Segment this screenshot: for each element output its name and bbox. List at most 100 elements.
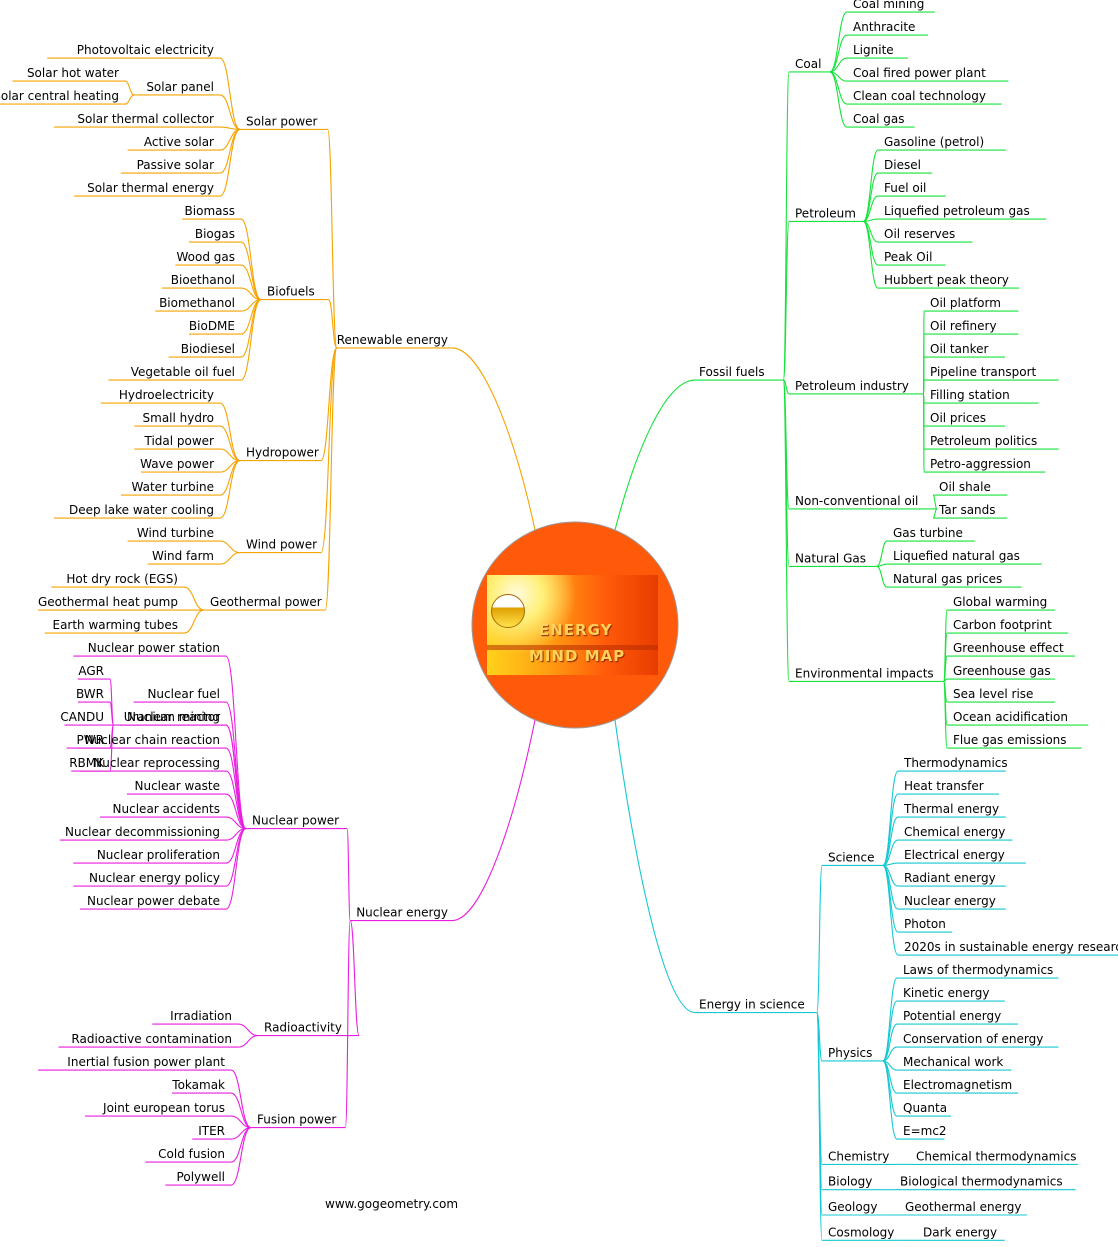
leaf-deep-lake-water-cooling[interactable]: Deep lake water cooling xyxy=(69,503,214,517)
leaf-candu[interactable]: CANDU xyxy=(60,710,104,724)
leaf-nuclear-decommissioning[interactable]: Nuclear decommissioning xyxy=(65,825,220,839)
leaf-hydroelectricity[interactable]: Hydroelectricity xyxy=(119,388,214,402)
node-petroleum-industry[interactable]: Petroleum industry xyxy=(795,379,909,393)
leaf-photovoltaic-electricity[interactable]: Photovoltaic electricity xyxy=(77,43,214,57)
leaf-diesel[interactable]: Diesel xyxy=(884,158,921,172)
leaf-coal-fired-power-plant[interactable]: Coal fired power plant xyxy=(853,66,986,80)
leaf-nuclear-reprocessing[interactable]: Nuclear reprocessing xyxy=(93,756,220,770)
leaf-petroleum-politics[interactable]: Petroleum politics xyxy=(930,434,1037,448)
leaf-flue-gas-emissions[interactable]: Flue gas emissions xyxy=(953,733,1067,747)
leaf-sea-level-rise[interactable]: Sea level rise xyxy=(953,687,1033,701)
node-physics[interactable]: Physics xyxy=(828,1046,872,1060)
leaf-passive-solar[interactable]: Passive solar xyxy=(137,158,214,172)
leaf-gas-turbine[interactable]: Gas turbine xyxy=(893,526,963,540)
leaf-potential-energy[interactable]: Potential energy xyxy=(903,1009,1001,1023)
leaf-carbon-footprint[interactable]: Carbon footprint xyxy=(953,618,1052,632)
leaf-vegetable-oil-fuel[interactable]: Vegetable oil fuel xyxy=(131,365,235,379)
leaf-polywell[interactable]: Polywell xyxy=(177,1170,225,1184)
leaf-rbmk[interactable]: RBMK xyxy=(69,756,105,770)
leaf-e-mc2[interactable]: E=mc2 xyxy=(903,1124,947,1138)
leaf-nuclear-reactor[interactable]: Nuclear reactor xyxy=(127,710,220,724)
leaf-oil-reserves[interactable]: Oil reserves xyxy=(884,227,955,241)
leaf-quanta[interactable]: Quanta xyxy=(903,1101,947,1115)
leaf-agr[interactable]: AGR xyxy=(78,664,104,678)
leaf-coal-mining[interactable]: Coal mining xyxy=(853,0,924,11)
node-nuclear-power[interactable]: Nuclear power xyxy=(252,814,339,828)
leaf-bioethanol[interactable]: Bioethanol xyxy=(171,273,235,287)
leaf-earth-warming-tubes[interactable]: Earth warming tubes xyxy=(52,618,178,632)
leaf-mechanical-work[interactable]: Mechanical work xyxy=(903,1055,1003,1069)
node-science[interactable]: Science xyxy=(828,850,875,864)
leaf-iter[interactable]: ITER xyxy=(198,1124,225,1138)
branch-fossil-fuels[interactable]: Fossil fuels xyxy=(699,365,765,379)
leaf-pwr[interactable]: PWR xyxy=(77,733,104,747)
branch-energy-in-science[interactable]: Energy in science xyxy=(699,998,805,1012)
node-fusion-power[interactable]: Fusion power xyxy=(257,1113,336,1127)
node-radioactivity[interactable]: Radioactivity xyxy=(264,1021,342,1035)
node-environmental-impacts[interactable]: Environmental impacts xyxy=(795,666,934,680)
leaf-pipeline-transport[interactable]: Pipeline transport xyxy=(930,365,1037,379)
leaf-radioactive-contamination[interactable]: Radioactive contamination xyxy=(71,1032,232,1046)
leaf-inertial-fusion-power-plant[interactable]: Inertial fusion power plant xyxy=(67,1055,225,1069)
leaf-dark-energy[interactable]: Dark energy xyxy=(923,1225,997,1239)
leaf-wood-gas[interactable]: Wood gas xyxy=(177,250,236,264)
node-chemistry[interactable]: Chemistry xyxy=(828,1149,889,1163)
leaf-fuel-oil[interactable]: Fuel oil xyxy=(884,181,926,195)
leaf-filling-station[interactable]: Filling station xyxy=(930,388,1010,402)
leaf-heat-transfer[interactable]: Heat transfer xyxy=(904,779,984,793)
node-geology[interactable]: Geology xyxy=(828,1200,877,1214)
leaf-kinetic-energy[interactable]: Kinetic energy xyxy=(903,986,989,1000)
leaf-solar-panel[interactable]: Solar panel xyxy=(146,80,214,94)
leaf-lignite[interactable]: Lignite xyxy=(853,43,894,57)
node-solar-power[interactable]: Solar power xyxy=(246,114,318,128)
leaf-biomass[interactable]: Biomass xyxy=(185,204,235,218)
node-non-conventional-oil[interactable]: Non-conventional oil xyxy=(795,494,918,508)
leaf-nuclear-energy-policy[interactable]: Nuclear energy policy xyxy=(89,871,220,885)
leaf-conservation-of-energy[interactable]: Conservation of energy xyxy=(903,1032,1043,1046)
leaf-biological-thermodynamics[interactable]: Biological thermodynamics xyxy=(900,1175,1063,1189)
leaf-radiant-energy[interactable]: Radiant energy xyxy=(904,871,996,885)
leaf-biodme[interactable]: BioDME xyxy=(189,319,235,333)
leaf-nuclear-fuel[interactable]: Nuclear fuel xyxy=(147,687,220,701)
leaf-cold-fusion[interactable]: Cold fusion xyxy=(158,1147,225,1161)
leaf-joint-european-torus[interactable]: Joint european torus xyxy=(102,1101,225,1115)
leaf-biomethanol[interactable]: Biomethanol xyxy=(159,296,235,310)
leaf-global-warming[interactable]: Global warming xyxy=(953,595,1047,609)
leaf-laws-of-thermodynamics[interactable]: Laws of thermodynamics xyxy=(903,963,1053,977)
leaf-irradiation[interactable]: Irradiation xyxy=(170,1009,232,1023)
node-biology[interactable]: Biology xyxy=(828,1175,872,1189)
node-geothermal-power[interactable]: Geothermal power xyxy=(210,595,322,609)
leaf-oil-prices[interactable]: Oil prices xyxy=(930,411,986,425)
leaf-photon[interactable]: Photon xyxy=(904,917,946,931)
leaf-nuclear-power-debate[interactable]: Nuclear power debate xyxy=(87,894,220,908)
node-wind-power[interactable]: Wind power xyxy=(246,538,317,552)
node-petroleum[interactable]: Petroleum xyxy=(795,206,856,220)
leaf-wave-power[interactable]: Wave power xyxy=(140,457,214,471)
leaf-electrical-energy[interactable]: Electrical energy xyxy=(904,848,1005,862)
leaf-wind-farm[interactable]: Wind farm xyxy=(152,549,214,563)
node-hydropower[interactable]: Hydropower xyxy=(246,446,319,460)
leaf-coal-gas[interactable]: Coal gas xyxy=(853,112,904,126)
leaf-2020s-in-sustainable-energy-research[interactable]: 2020s in sustainable energy research xyxy=(904,940,1118,954)
leaf-oil-shale[interactable]: Oil shale xyxy=(939,480,991,494)
leaf-ocean-acidification[interactable]: Ocean acidification xyxy=(953,710,1068,724)
leaf-oil-refinery[interactable]: Oil refinery xyxy=(930,319,997,333)
node-coal[interactable]: Coal xyxy=(795,57,821,71)
leaf-clean-coal-technology[interactable]: Clean coal technology xyxy=(853,89,986,103)
branch-renewable-energy[interactable]: Renewable energy xyxy=(337,333,448,347)
leaf-geothermal-heat-pump[interactable]: Geothermal heat pump xyxy=(38,595,178,609)
leaf-geothermal-energy[interactable]: Geothermal energy xyxy=(905,1200,1021,1214)
node-natural-gas[interactable]: Natural Gas xyxy=(795,551,866,565)
leaf-biodiesel[interactable]: Biodiesel xyxy=(181,342,235,356)
leaf-greenhouse-gas[interactable]: Greenhouse gas xyxy=(953,664,1051,678)
leaf-nuclear-proliferation[interactable]: Nuclear proliferation xyxy=(97,848,220,862)
leaf-chemical-energy[interactable]: Chemical energy xyxy=(904,825,1005,839)
leaf-nuclear-waste[interactable]: Nuclear waste xyxy=(134,779,220,793)
branch-nuclear-energy[interactable]: Nuclear energy xyxy=(356,906,448,920)
leaf-thermodynamics[interactable]: Thermodynamics xyxy=(903,756,1008,770)
leaf-natural-gas-prices[interactable]: Natural gas prices xyxy=(893,572,1002,586)
leaf-nuclear-power-station[interactable]: Nuclear power station xyxy=(88,641,220,655)
leaf-peak-oil[interactable]: Peak Oil xyxy=(884,250,932,264)
leaf-tidal-power[interactable]: Tidal power xyxy=(143,434,214,448)
leaf-active-solar[interactable]: Active solar xyxy=(144,135,214,149)
